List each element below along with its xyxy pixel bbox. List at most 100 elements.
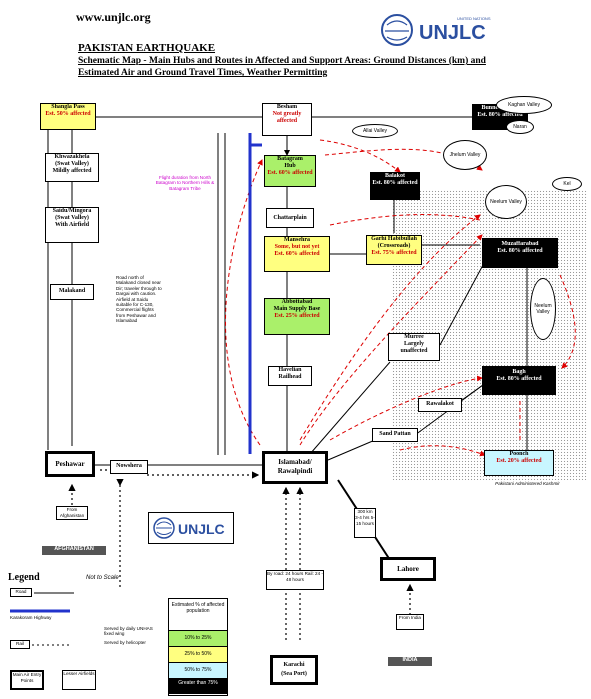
node-garhi-name: Garhi Habibullah: [371, 236, 417, 242]
lahore-route-note: 300 km 3-4 hrs 5-15 hours: [354, 508, 376, 538]
not-to-scale: Not to Scale: [86, 575, 119, 581]
legend-lesser: Lesser Airfields: [62, 670, 96, 690]
node-saidu-extra: With Airfield: [54, 222, 90, 228]
node-murree[interactable]: Murree Largely unaffected: [388, 333, 440, 361]
percent-row-4: Greater than 75%: [169, 679, 227, 694]
from-afghanistan-box: From Afghanistan: [56, 506, 88, 520]
ellipse-kaghan-valley: Kaghan Valley: [496, 96, 552, 114]
node-rawalakot[interactable]: Rawalakot: [418, 398, 462, 412]
node-bagh[interactable]: Bagh Est. 80% affected: [482, 366, 556, 395]
node-besham[interactable]: Besham Not greatly affected: [262, 103, 312, 136]
percent-row-3: 50% to 75%: [169, 663, 227, 679]
legend-karakoram: Karakoram Highway: [10, 615, 52, 620]
node-lahore[interactable]: Lahore: [380, 557, 436, 581]
node-islamabad-sub: Rawalpindi: [277, 467, 313, 475]
legend-main-air: Main Air Entry Points: [10, 670, 44, 690]
node-sand-pattan[interactable]: Sand Pattan: [372, 428, 418, 442]
ellipse-neelum-valley: Neelum Valley: [485, 185, 527, 219]
legend-road-line: [34, 592, 74, 594]
node-poonch[interactable]: Poonch Est. 20% affected: [484, 450, 554, 476]
node-mansehra[interactable]: Mansehra Some, but not yet Est. 60% affe…: [264, 236, 330, 272]
node-muzaffarabad-sub: Est. 80% affected: [497, 248, 543, 254]
node-khwazakhela-sub: (Swat Valley): [55, 161, 89, 167]
center-logo: UNJLC: [148, 512, 234, 544]
node-peshawar-name: Peshawar: [55, 460, 85, 468]
ellipse-allai-valley: Allai Valley: [352, 124, 398, 138]
flight-note: Flight duration from North Batagram to N…: [155, 175, 215, 191]
from-india-box: From India: [396, 614, 424, 630]
node-mansehra-name: Mansehra: [284, 237, 310, 243]
node-garhi[interactable]: Garhi Habibullah (Crossroads) Est. 75% a…: [366, 235, 422, 265]
node-abbottabad-extra: Est. 25% affected: [274, 313, 320, 319]
node-poonch-name: Poonch: [509, 451, 529, 457]
node-peshawar[interactable]: Peshawar: [45, 451, 95, 477]
node-sand-pattan-name: Sand Pattan: [379, 431, 411, 437]
node-islamabad-name: Islamabad/: [278, 458, 312, 466]
ellipse-kel: Kel: [552, 177, 582, 191]
node-mansehra-sub: Some, but not yet: [274, 244, 320, 250]
node-abbottabad-name: Abbottabad: [281, 299, 313, 305]
node-islamabad[interactable]: Islamabad/ Rawalpindi: [262, 451, 328, 484]
node-muzaffarabad[interactable]: Muzaffarabad Est. 80% affected: [482, 238, 558, 268]
legend: Legend Not to Scale Road Karakoram Highw…: [8, 572, 162, 696]
node-besham-name: Besham: [276, 104, 298, 110]
ellipse-neelum-valley-2: Neelum Valley: [530, 278, 556, 340]
node-rawalakot-name: Rawalakot: [426, 401, 454, 407]
node-malakand-name: Malakand: [58, 288, 86, 294]
node-malakand[interactable]: Malakand: [50, 284, 94, 300]
page-subtitle: Schematic Map - Main Hubs and Routes in …: [78, 56, 486, 78]
node-abbottabad-sub: Main Supply Base: [273, 306, 321, 312]
node-karachi[interactable]: Karachi (Sea Port): [270, 655, 318, 685]
logo-subtext: UNITED NATIONS: [457, 16, 491, 21]
page-title: PAKISTAN EARTHQUAKE: [78, 42, 216, 54]
logo-text: UNJLC: [419, 22, 486, 44]
node-poonch-sub: Est. 20% affected: [496, 458, 542, 464]
node-khwazakhela-name: Khwazakhela: [54, 154, 90, 160]
node-nowshera[interactable]: Nowshera: [110, 460, 148, 474]
legend-road: Road: [10, 588, 32, 597]
legend-title: Legend: [8, 572, 40, 583]
percent-legend-title: Estimated % of affected population: [169, 599, 227, 631]
node-chattarplain[interactable]: Chattarplain: [266, 208, 314, 228]
india-bar: INDIA: [388, 657, 432, 666]
legend-rail-line: [32, 644, 72, 646]
node-karachi-name: Karachi: [283, 662, 305, 668]
node-saidu-name: Saidu/Mingora: [52, 208, 92, 214]
node-abbottabad[interactable]: Abbottabad Main Supply Base Est. 25% aff…: [264, 298, 330, 335]
node-balakot[interactable]: Balakot Est. 80% affected: [370, 172, 420, 200]
node-balakot-name: Balakot: [384, 173, 405, 179]
node-murree-name: Murree: [404, 334, 424, 340]
site-url[interactable]: www.unjlc.org: [76, 10, 151, 24]
percent-row-1: 10% to 25%: [169, 631, 227, 647]
node-batagram-extra: Est. 60% affected: [267, 170, 313, 176]
node-khwazakhela-extra: Mildly affected: [52, 168, 92, 174]
node-nowshera-name: Nowshera: [116, 463, 142, 469]
legend-karakoram-line: [10, 609, 70, 613]
node-karachi-sub: (Sea Port): [281, 671, 307, 677]
node-saidu[interactable]: Saidu/Mingora (Swat Valley) With Airfiel…: [45, 207, 99, 243]
legend-served: Served by daily UNHAS fixed wing: [104, 626, 153, 637]
node-shangla[interactable]: Shangla Pass Est. 50% affected: [40, 103, 96, 130]
node-bunner-sub: Est. 80% affected: [477, 112, 523, 118]
legend-rotary: Served by helicopter: [104, 640, 146, 645]
unjlc-logo: UNJLC UNITED NATIONS: [381, 14, 491, 46]
node-havelian[interactable]: Havelian Railhead: [268, 366, 312, 386]
node-garhi-sub: (Crossroads): [377, 243, 411, 249]
ellipse-jhelum-valley: Jhelum Valley: [443, 140, 487, 170]
node-havelian-sub: Railhead: [278, 374, 302, 380]
karachi-route-note: By road: 24 hours Rail: 24 - 48 hours: [266, 570, 324, 590]
center-logo-text: UNJLC: [178, 521, 225, 537]
node-batagram-name: Batagram: [277, 156, 303, 162]
node-mansehra-extra: Est. 60% affected: [274, 251, 320, 257]
node-besham-sub: Not greatly affected: [272, 111, 302, 124]
node-batagram-sub: Hub: [284, 163, 296, 169]
node-havelian-name: Havelian: [278, 367, 302, 373]
node-khwazakhela[interactable]: Khwazakhela (Swat Valley) Mildly affecte…: [45, 153, 99, 182]
node-batagram[interactable]: Batagram Hub Est. 60% affected: [264, 155, 316, 187]
node-garhi-extra: Est. 75% affected: [371, 250, 417, 256]
node-balakot-sub: Est. 80% affected: [372, 180, 418, 186]
percent-legend: Estimated % of affected population 10% t…: [168, 598, 228, 696]
percent-row-2: 25% to 50%: [169, 647, 227, 663]
node-murree-extra: unaffected: [400, 348, 428, 354]
